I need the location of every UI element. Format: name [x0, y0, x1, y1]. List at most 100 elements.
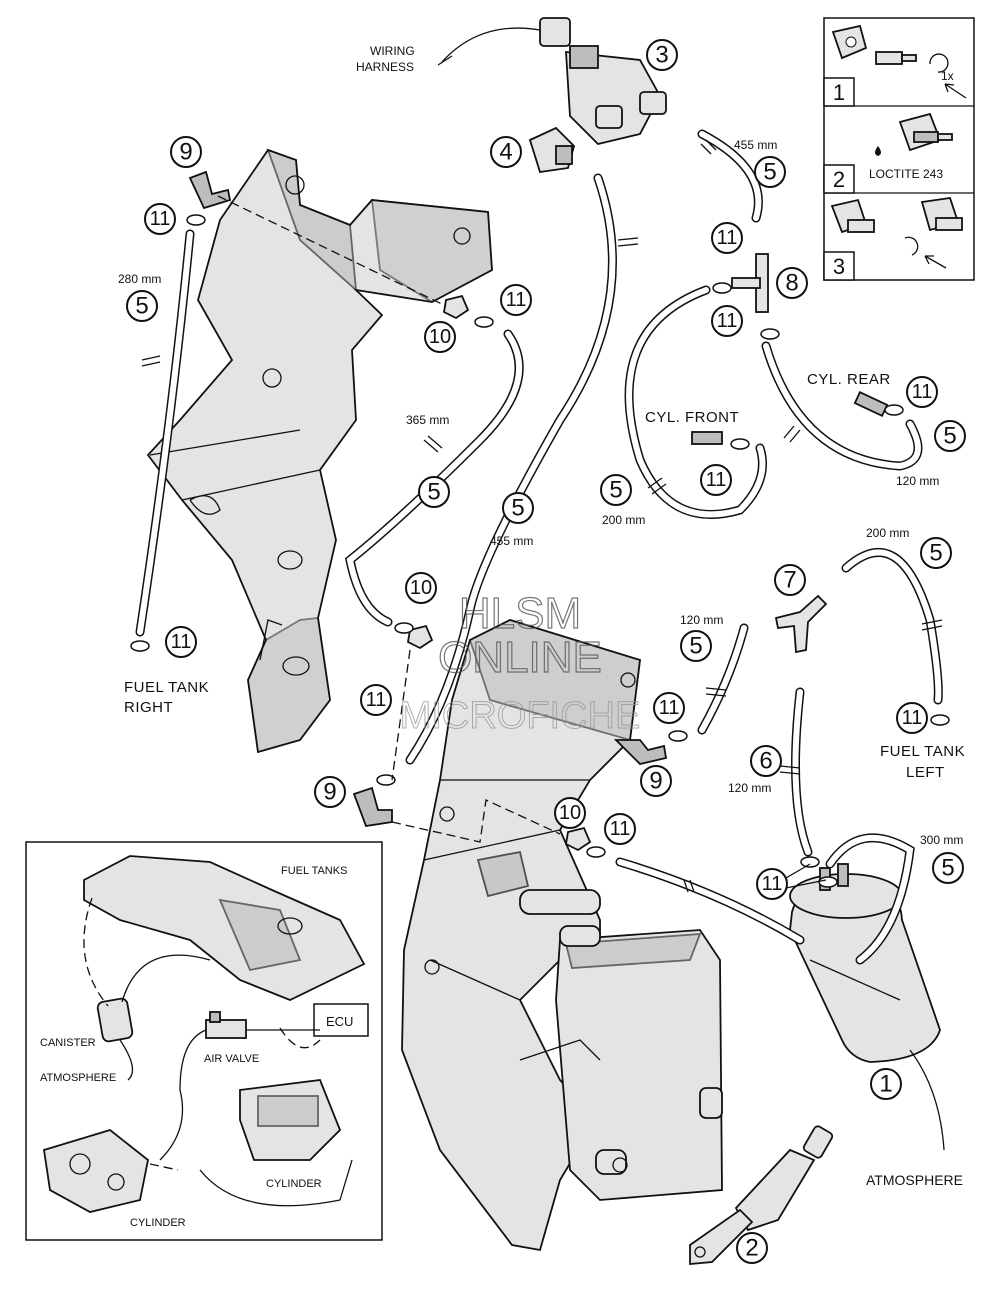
callout-4: 4 [490, 136, 522, 168]
legend-step-3: 3 [833, 254, 845, 279]
arrow-icon [924, 255, 947, 269]
svg-text:4: 4 [499, 139, 512, 166]
callout-8: 8 [776, 267, 808, 299]
callout-11: 11 [711, 222, 743, 254]
callout-5: 5 [920, 537, 952, 569]
fuel-tank-left-label-2: LEFT [906, 764, 945, 781]
drop-icon [875, 146, 881, 156]
inset-cylinder-right-label: CYLINDER [266, 1178, 322, 1190]
rotate-arrow-icon [929, 53, 949, 73]
cyl-front-label: CYL. FRONT [645, 409, 739, 426]
installation-legend: 1 2 3 1x LOCTITE 243 [823, 17, 975, 281]
fuel-tank-right-label-1: FUEL TANK [124, 679, 209, 696]
svg-text:10: 10 [559, 802, 581, 824]
callout-5: 5 [418, 476, 450, 508]
svg-text:5: 5 [609, 477, 622, 504]
fuel-tank-right-shape [146, 148, 493, 754]
callout-11: 11 [896, 702, 928, 734]
svg-text:11: 11 [659, 697, 680, 719]
t-connector-part [731, 253, 769, 313]
hose-break-marks [141, 139, 943, 893]
hose-clamps [130, 214, 950, 888]
elbow-fitting-lower-right [613, 739, 668, 765]
svg-text:5: 5 [135, 293, 148, 320]
callout-5: 5 [502, 492, 534, 524]
arrow-icon [944, 83, 967, 99]
fuel-tank-left-shape [401, 619, 723, 1252]
dim-200-left: 200 mm [602, 513, 645, 527]
svg-text:11: 11 [610, 818, 631, 840]
callout-10: 10 [554, 797, 586, 829]
wiring-harness-label-2: HARNESS [356, 60, 414, 74]
svg-text:5: 5 [689, 633, 702, 660]
svg-text:2: 2 [745, 1235, 758, 1262]
svg-text:5: 5 [763, 159, 776, 186]
charcoal-canister-part [789, 863, 945, 1151]
callout-9: 9 [170, 136, 202, 168]
svg-text:5: 5 [929, 540, 942, 567]
svg-text:10: 10 [410, 577, 432, 599]
callout-10: 10 [405, 572, 437, 604]
dimension-labels: 455 mm 280 mm 365 mm 455 mm 200 mm 120 m… [118, 138, 963, 847]
dim-300: 300 mm [920, 833, 963, 847]
svg-text:10: 10 [429, 326, 451, 348]
cyl-rear-label: CYL. REAR [807, 371, 891, 388]
legend-step-1: 1 [833, 80, 845, 105]
svg-text:11: 11 [150, 208, 171, 230]
dim-120-b: 120 mm [728, 781, 771, 795]
svg-text:11: 11 [506, 289, 527, 311]
assembly-guide-lines [217, 195, 561, 843]
watermark-line-3: MICROFICHE [400, 695, 641, 737]
elbow-fitting-top [188, 170, 232, 210]
callout-11: 11 [360, 684, 392, 716]
callout-11: 11 [165, 626, 197, 658]
text-labels: WIRING HARNESS FUEL TANK RIGHT FUEL TANK… [124, 44, 965, 1188]
step2-fitting-drawing [875, 112, 953, 156]
svg-text:8: 8 [785, 270, 798, 297]
elbow-fitting-lower-left [352, 786, 393, 828]
step1-fitting-drawing [831, 24, 917, 65]
svg-text:5: 5 [943, 423, 956, 450]
part-callouts: 3 4 9 11 5 11 10 5 11 8 11 11 5 11 5 5 5… [126, 39, 966, 1264]
dim-455-mid: 455 mm [490, 534, 533, 548]
legend-step-2: 2 [833, 167, 845, 192]
callout-11: 11 [906, 376, 938, 408]
dim-120-rear: 120 mm [896, 474, 939, 488]
svg-text:9: 9 [649, 768, 662, 795]
inset-cylinder-left-label: CYLINDER [130, 1217, 186, 1229]
svg-text:11: 11 [366, 689, 387, 711]
callout-3: 3 [646, 39, 678, 71]
svg-text:11: 11 [706, 469, 727, 491]
callout-11: 11 [756, 868, 788, 900]
dim-120-a: 120 mm [680, 613, 723, 627]
mounting-clip-part [528, 126, 576, 173]
inset-ecu-label: ECU [326, 1014, 353, 1029]
svg-text:1: 1 [879, 1071, 892, 1098]
callout-10: 10 [424, 321, 456, 353]
svg-text:11: 11 [902, 707, 923, 729]
vent-filter-part [689, 1125, 834, 1265]
y-connector-part [774, 594, 828, 654]
svg-text:9: 9 [179, 139, 192, 166]
callout-1: 1 [870, 1068, 902, 1100]
inset-fuel-tanks-label: FUEL TANKS [281, 865, 347, 877]
svg-text:11: 11 [717, 310, 738, 332]
dim-200-right: 200 mm [866, 526, 909, 540]
callout-9: 9 [640, 765, 672, 797]
svg-text:11: 11 [171, 631, 192, 653]
callout-7: 7 [774, 564, 806, 596]
dim-365: 365 mm [406, 413, 449, 427]
nut-parts [407, 294, 592, 852]
inset-atmosphere-label: ATMOSPHERE [40, 1072, 116, 1084]
legend-step2-text: LOCTITE 243 [869, 167, 943, 181]
svg-text:11: 11 [762, 873, 783, 895]
svg-text:5: 5 [941, 855, 954, 882]
callout-11: 11 [653, 692, 685, 724]
system-schematic-inset: FUEL TANKS CANISTER ATMOSPHERE AIR VALVE… [25, 841, 383, 1241]
callout-11: 11 [711, 305, 743, 337]
svg-text:6: 6 [759, 748, 772, 775]
legend-step1-text: 1x [941, 69, 954, 83]
wiring-harness-label-1: WIRING [370, 44, 415, 58]
